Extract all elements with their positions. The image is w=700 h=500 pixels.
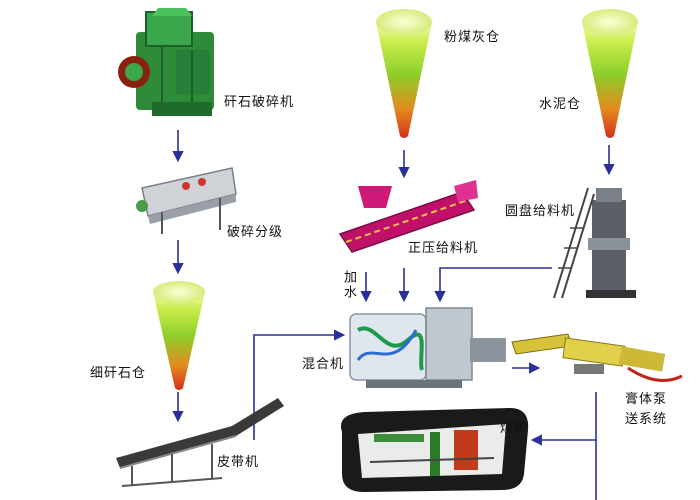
cement-silo [582, 9, 638, 138]
crusher-label: 矸石破碎机 [224, 95, 295, 110]
coal-mine-label: 煤矿 [500, 421, 529, 436]
disc-feeder-label: 圆盘给料机 [505, 204, 576, 219]
belt-conveyor [116, 398, 284, 487]
flyash-silo-label: 粉煤灰仓 [444, 30, 501, 45]
screw-feeder [338, 180, 478, 253]
belt-label: 皮带机 [217, 455, 260, 470]
cement-silo-label: 水泥仓 [539, 97, 582, 112]
coal-mine-scene [340, 408, 529, 492]
screen-machine [136, 167, 237, 234]
pump-label-line1: 膏体泵 [625, 392, 668, 407]
fine-silo [153, 281, 205, 390]
screw-feeder-label: 正压给料机 [408, 241, 479, 256]
mixer-machine [349, 307, 506, 388]
mixer-label: 混合机 [302, 357, 345, 372]
fine-silo-label: 细矸石仓 [90, 366, 147, 381]
add-water-label: 加水 [341, 270, 356, 300]
screen-label: 破碎分级 [227, 225, 284, 240]
flyash-silo [376, 9, 432, 138]
disc-feeder-machine [553, 187, 636, 299]
arrow-belt-to-mixer [253, 329, 346, 440]
crusher-machine [118, 8, 214, 116]
arrow-disc-to-mixer [434, 267, 552, 303]
arrow-pump-to-mine [530, 392, 597, 446]
pump-label-line2: 送系统 [625, 412, 668, 427]
paste-pump-machine [511, 333, 683, 382]
